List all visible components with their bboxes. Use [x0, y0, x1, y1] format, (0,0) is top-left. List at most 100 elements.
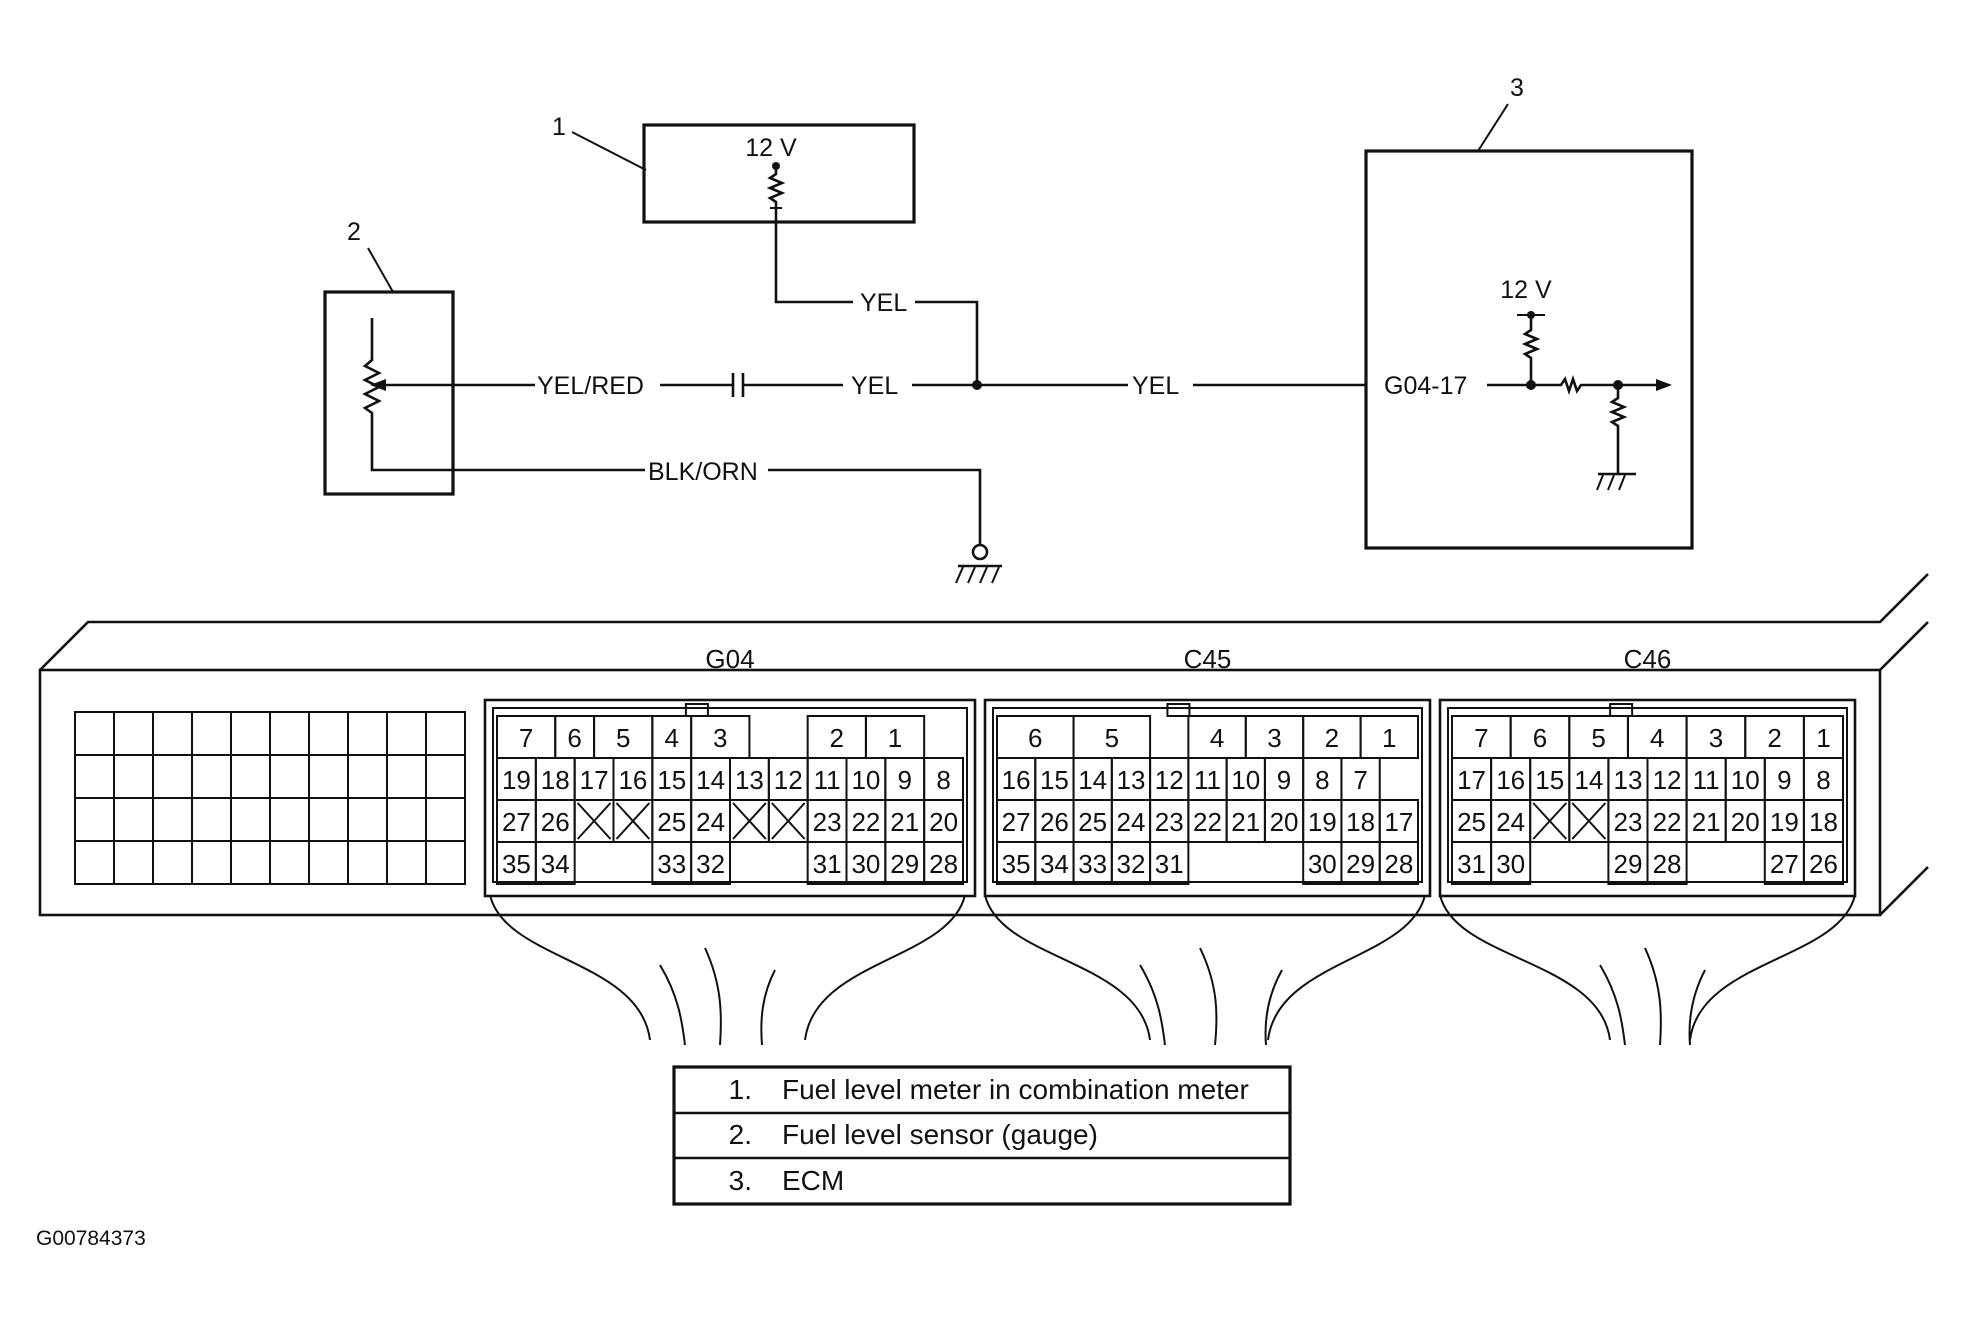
pin-cell: 1	[864, 715, 926, 759]
pin-cell: 19	[496, 757, 537, 801]
pin-cell	[1529, 799, 1571, 843]
pin-number: 19	[1308, 807, 1337, 837]
pin-number: 29	[890, 849, 919, 879]
pin-cell: 21	[1225, 799, 1266, 843]
pin-number: 25	[657, 807, 686, 837]
pin-number: 29	[1346, 849, 1375, 879]
pin-cell: 2	[1302, 715, 1362, 759]
pin-cell: 23	[1607, 799, 1649, 843]
pin-cell: 8	[923, 757, 965, 801]
pin-cell: 13	[1607, 757, 1649, 801]
pin-number: 2	[1767, 723, 1781, 753]
pin-number: 9	[1777, 765, 1791, 795]
pin-cell: 29	[1607, 841, 1649, 885]
pin-number: 31	[1155, 849, 1184, 879]
pin-number: 28	[1384, 849, 1413, 879]
ecm-blank-connector-grid	[74, 711, 466, 885]
pin-number: 35	[1002, 849, 1031, 879]
pin-cell	[573, 799, 615, 843]
pin-cell: 21	[1685, 799, 1727, 843]
wire-signal-ecm-label: YEL	[1132, 372, 1179, 400]
pin-number: 8	[1315, 765, 1329, 795]
splice-point	[972, 380, 982, 390]
ground-icon	[955, 543, 1002, 584]
pin-number: 4	[1650, 723, 1664, 753]
pin-cell: 32	[1110, 841, 1152, 885]
pin-number: 22	[1653, 807, 1682, 837]
pin-cell: 5	[1568, 715, 1629, 759]
legend-text-1: Fuel level meter in combination meter	[782, 1074, 1249, 1105]
pin-cell: 17	[1451, 757, 1493, 801]
pin-cell: 27	[496, 799, 537, 843]
pin-cell: 22	[1646, 799, 1688, 843]
pin-cell: 21	[884, 799, 926, 843]
pin-number: 15	[1040, 765, 1069, 795]
pin-number: 16	[1002, 765, 1031, 795]
ecm-housing	[38, 573, 1929, 917]
pin-number: 18	[1809, 807, 1838, 837]
pin-number: 19	[502, 765, 531, 795]
ecm: G04-17 12 V	[1364, 149, 1694, 550]
pin-number: 27	[1002, 807, 1031, 837]
pin-cell: 5	[1072, 715, 1152, 759]
pin-cell: 23	[806, 799, 848, 843]
legend-num-3: 3.	[729, 1165, 752, 1196]
pin-cell: 31	[806, 841, 848, 885]
pin-number: 23	[1613, 807, 1642, 837]
pin-number: 30	[1496, 849, 1525, 879]
pin-number: 10	[1731, 765, 1760, 795]
pin-number: 30	[851, 849, 880, 879]
pin-cell: 14	[690, 757, 732, 801]
pin-cell: 28	[923, 841, 965, 885]
pin-cell: 33	[1072, 841, 1113, 885]
pin-cell: 34	[1034, 841, 1075, 885]
pin-number: 26	[1809, 849, 1838, 879]
pin-number: 11	[1693, 765, 1720, 795]
ecm-supply-label: 12 V	[1500, 276, 1552, 304]
pin-cell: 9	[1263, 757, 1305, 801]
pin-cell: 18	[1802, 799, 1845, 843]
pin-cell	[612, 799, 654, 843]
pin-number: 13	[735, 765, 764, 795]
pin-cell: 5	[593, 715, 654, 759]
pin-number: 18	[1346, 807, 1375, 837]
pin-number: 11	[814, 765, 841, 795]
ecm-terminal-label: G04-17	[1384, 372, 1467, 400]
pin-cell: 3	[690, 715, 751, 759]
pin-number: 31	[1457, 849, 1486, 879]
pin-number: 13	[1116, 765, 1145, 795]
pin-cell: 8	[1302, 757, 1343, 801]
pin-number: 28	[1653, 849, 1682, 879]
pin-cell: 16	[996, 757, 1037, 801]
pin-number: 5	[616, 723, 630, 753]
pin-number: 14	[1574, 765, 1603, 795]
pin-number: 4	[665, 723, 679, 753]
pin-cell: 11	[806, 757, 848, 801]
pin-number: 30	[1308, 849, 1337, 879]
pin-cell: 15	[1529, 757, 1571, 801]
pin-number: 22	[851, 807, 880, 837]
pin-cell: 3	[1244, 715, 1305, 759]
connector-name-c45: C45	[1184, 644, 1232, 674]
pin-cell: 26	[1034, 799, 1075, 843]
pin-number: 17	[580, 765, 609, 795]
pin-cell: 6	[1509, 715, 1571, 759]
pin-cell: 24	[690, 799, 732, 843]
pin-cell: 35	[996, 841, 1037, 885]
pin-cell: 20	[1263, 799, 1305, 843]
pin-number: 17	[1457, 765, 1486, 795]
connector-name-g04: G04	[705, 644, 754, 674]
combination-meter: 12 V	[642, 123, 916, 224]
pin-number: 35	[502, 849, 531, 879]
pin-number: 34	[541, 849, 570, 879]
pin-number: 13	[1613, 765, 1642, 795]
pin-number: 14	[696, 765, 725, 795]
pin-cell: 14	[1568, 757, 1610, 801]
pin-number: 28	[929, 849, 958, 879]
pin-cell: 17	[573, 757, 615, 801]
pin-cell	[1568, 799, 1610, 843]
